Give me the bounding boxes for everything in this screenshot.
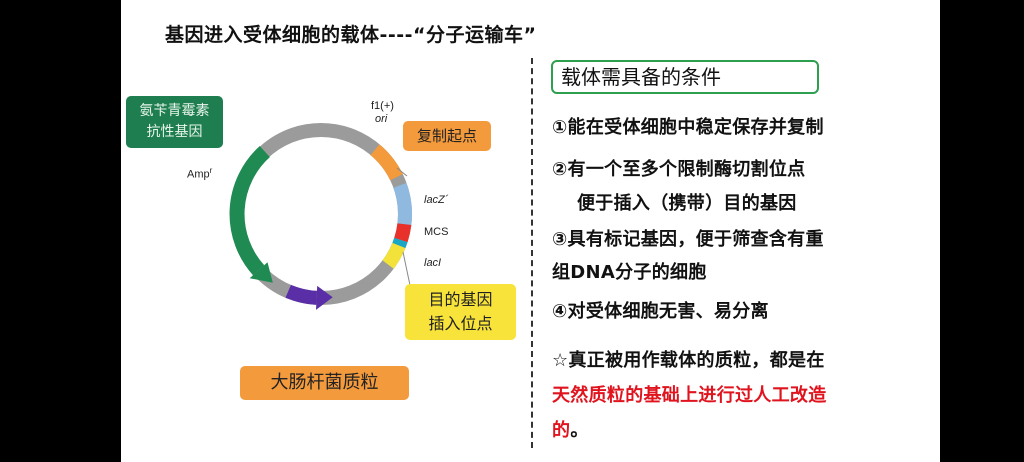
condition-2-note: 便于插入（携带）目的基因 [577, 193, 797, 214]
insert-tag-line2: 插入位点 [428, 314, 493, 333]
condition-1: ①能在受体细胞中稳定保存并复制 [552, 117, 824, 138]
condition-2: ②有一个至多个限制酶切割位点 [552, 159, 806, 180]
replication-origin-tag: 复制起点 [403, 121, 491, 151]
condition-4: ④对受体细胞无害、易分离 [552, 301, 769, 322]
star-note-line1: ☆真正被用作载体的质粒，都是在 [552, 350, 825, 371]
slide: 基因进入受体细胞的载体----“分子运输车” f1(+) ori Ampr la… [121, 0, 940, 462]
ori-label: ori [375, 113, 388, 125]
insertion-site-tag: 目的基因 插入位点 [405, 284, 516, 340]
amp-label-text: Amp [187, 168, 210, 181]
amp-label: Ampr [187, 166, 212, 181]
condition-3-line1: ③具有标记基因，便于筛查含有重 [552, 229, 824, 250]
star-note-end: 。 [570, 420, 589, 441]
lacz-segment [393, 182, 412, 226]
mcs-label: MCS [424, 226, 449, 238]
amp-tag-line1: 氨苄青霉素 [139, 103, 210, 119]
plasmid-diagram: f1(+) ori Ampr lacZ´ MCS lacI 氨苄青霉素 抗性基因… [121, 0, 541, 462]
purple-arrow-head [316, 285, 333, 310]
insert-tag-line1: 目的基因 [428, 290, 493, 309]
conditions-heading: 载体需具备的条件 [551, 60, 819, 94]
laci-label: lacI [424, 257, 442, 269]
star-note-red-end: 的 [552, 420, 571, 441]
lacz-label: lacZ´ [424, 194, 449, 206]
ecoli-plasmid-tag: 大肠杆菌质粒 [240, 366, 409, 400]
slide-title: 基因进入受体细胞的载体----“分子运输车” [165, 24, 537, 46]
insert-tag-pointer [402, 251, 412, 291]
star-note-line3: 的。 [552, 416, 589, 442]
promoter-segment [392, 237, 408, 249]
purple-segment [285, 284, 318, 305]
amp-resistance-tag: 氨苄青霉素 抗性基因 [126, 96, 223, 148]
amp-tag-line2: 抗性基因 [146, 124, 203, 140]
ori-segment [370, 144, 403, 181]
amp-resistance-segment [229, 146, 270, 276]
star-note-line2: 天然质粒的基础上进行过人工改造 [552, 385, 827, 406]
dashed-divider [531, 58, 533, 448]
laci-segment [382, 242, 406, 269]
amp-arrow-head [249, 262, 273, 283]
plasmid-map [229, 123, 412, 310]
ori-tag-pointer [396, 167, 408, 177]
amp-label-sup: r [209, 166, 213, 175]
mcs-segment [394, 223, 412, 243]
condition-3-line2: 组DNA分子的细胞 [552, 262, 707, 283]
f1-label: f1(+) [371, 100, 394, 112]
